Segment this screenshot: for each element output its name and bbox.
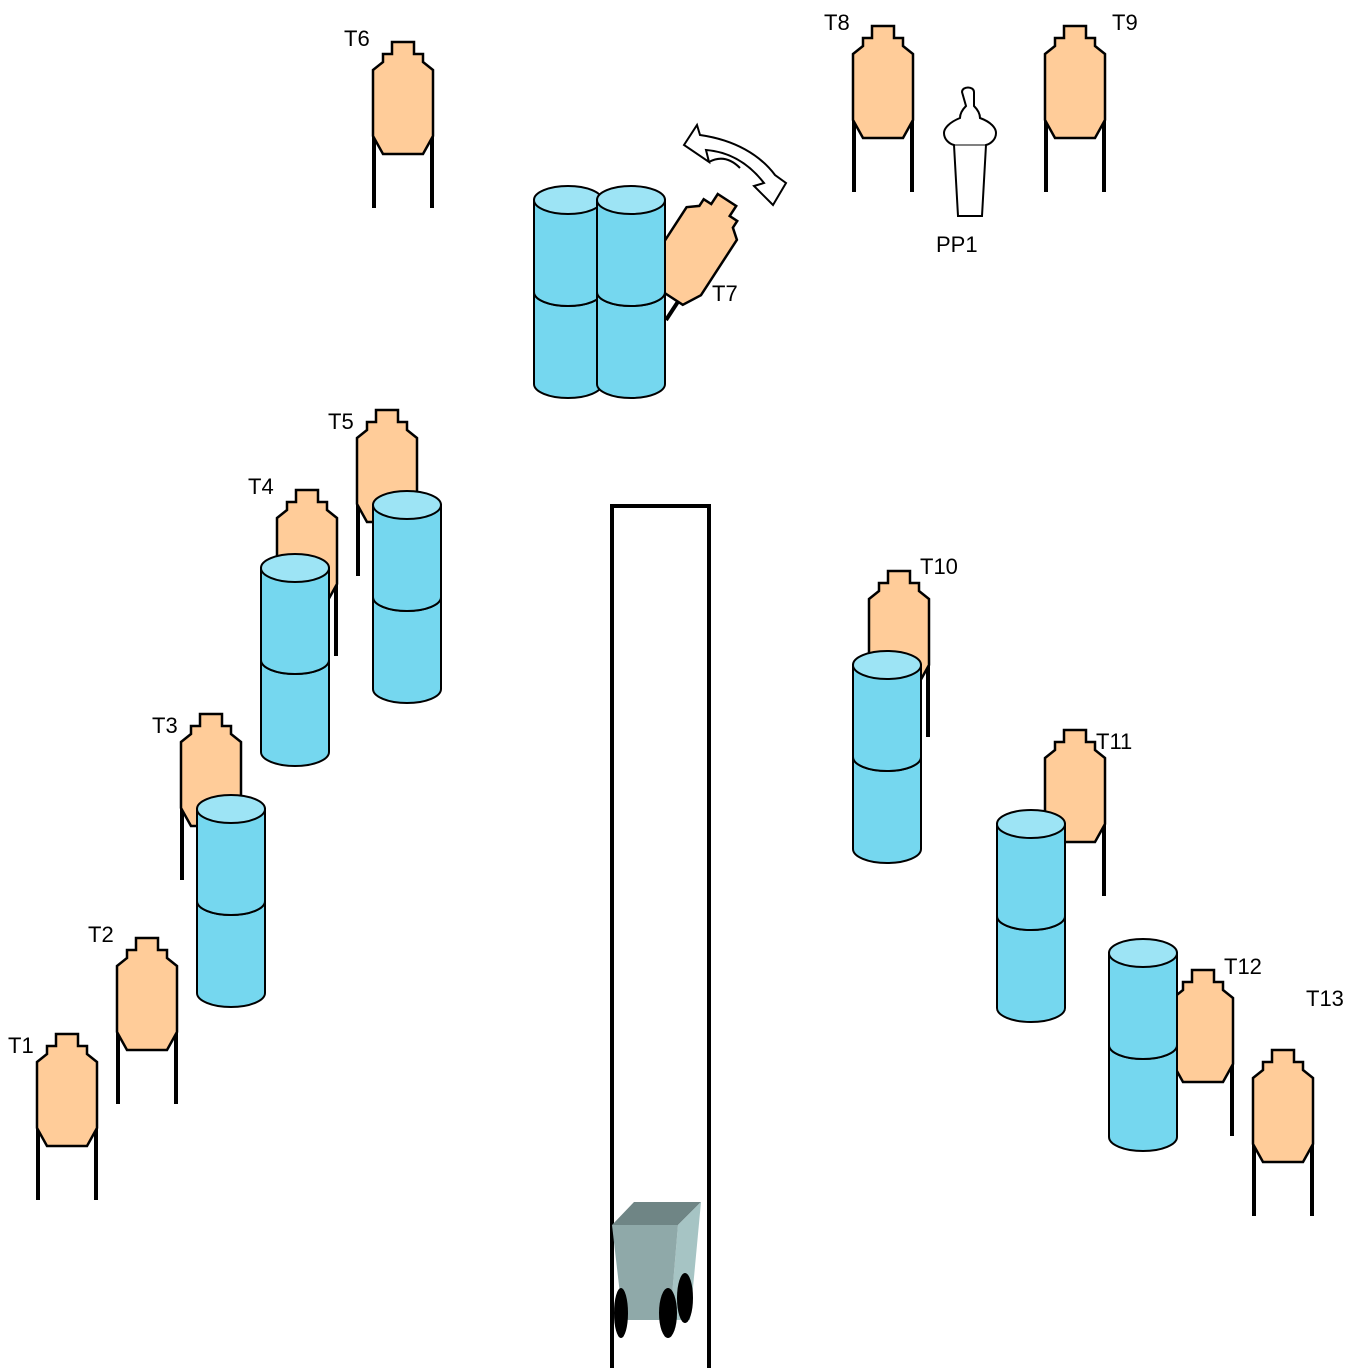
target-label: T5	[328, 409, 354, 434]
paper-target-icon	[1043, 24, 1107, 192]
swinging-target-icon	[639, 182, 754, 322]
popper-label: PP1	[936, 232, 978, 257]
barrel-stack-icon	[372, 490, 442, 704]
target-label: T6	[344, 26, 370, 51]
barrel-stack-icon	[260, 553, 330, 767]
barrel-stack-icon	[1108, 938, 1178, 1152]
barrel-stack-icon	[996, 809, 1066, 1023]
target-label: T9	[1112, 10, 1138, 35]
paper-target-icon	[35, 1032, 99, 1200]
target-label: T8	[824, 10, 850, 35]
paper-target-icon	[1251, 1048, 1315, 1216]
target-label: T3	[152, 713, 178, 738]
paper-target-icon	[1171, 968, 1235, 1136]
cart-icon	[612, 1202, 701, 1338]
barrel-stack-icon	[852, 650, 922, 864]
target-label: T13	[1306, 986, 1344, 1011]
paper-target-icon	[851, 24, 915, 192]
target-label: T2	[88, 922, 114, 947]
barrel-stack-icon	[596, 185, 666, 399]
target-label: T10	[920, 554, 958, 579]
target-label: T12	[1224, 954, 1262, 979]
barrel-stack-icon	[533, 185, 603, 399]
paper-target-icon	[371, 40, 435, 208]
shooting-lane	[610, 504, 711, 1368]
popper-icon	[942, 86, 998, 217]
target-label: T1	[8, 1033, 34, 1058]
target-label: T4	[248, 474, 274, 499]
target-label: T7	[712, 281, 738, 306]
swing-arrow-icon	[682, 122, 788, 207]
target-label: T11	[1096, 729, 1132, 754]
paper-target-icon	[115, 936, 179, 1104]
barrel-stack-icon	[196, 794, 266, 1008]
